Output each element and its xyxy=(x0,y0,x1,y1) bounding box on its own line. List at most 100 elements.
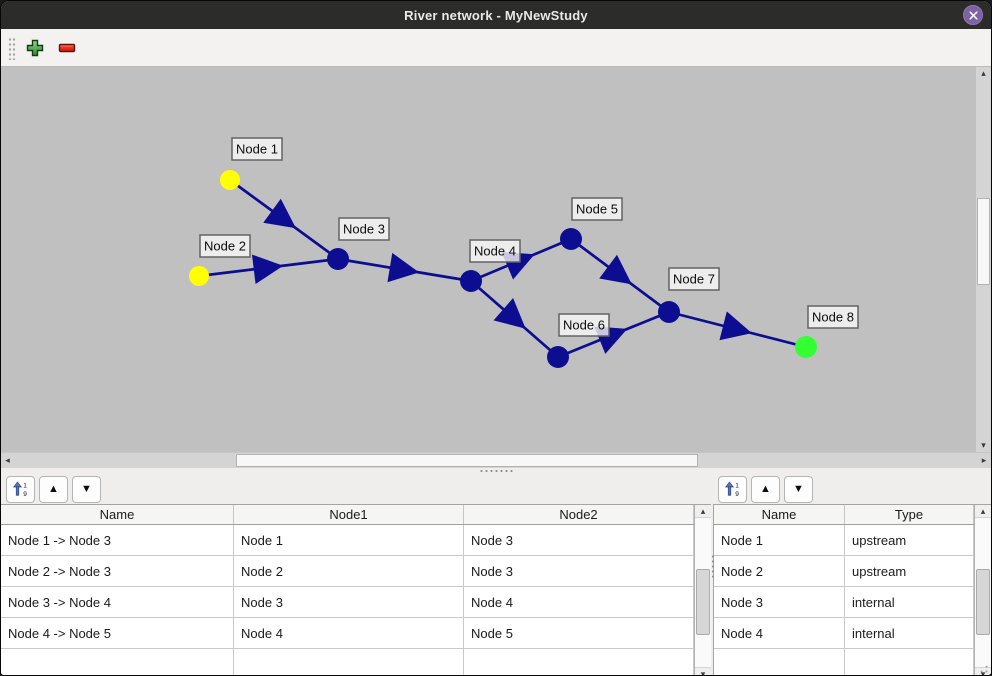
table-cell[interactable]: Node 4 xyxy=(234,618,464,648)
horizontal-splitter[interactable] xyxy=(1,468,991,474)
node-node3[interactable] xyxy=(327,248,349,270)
node-label: Node 3 xyxy=(338,217,390,241)
edge-node4-node5[interactable] xyxy=(470,237,572,283)
table-cell[interactable]: Node 2 -> Node 3 xyxy=(1,556,234,586)
canvas-vertical-scrollbar[interactable]: ▴ ▾ xyxy=(975,67,991,452)
scroll-down-icon[interactable]: ▾ xyxy=(695,667,711,675)
sort-button[interactable]: 1 9 xyxy=(718,475,747,503)
edge-node2-node3[interactable] xyxy=(198,254,339,285)
table-cell[interactable]: Node 4 xyxy=(714,618,845,648)
table-cell[interactable]: Node 4 xyxy=(464,587,694,617)
table-cell[interactable]: Node 3 xyxy=(234,587,464,617)
column-header-name[interactable]: Name xyxy=(714,505,845,524)
down-triangle-icon: ▼ xyxy=(793,482,804,495)
node-label: Node 8 xyxy=(807,305,859,329)
table-row[interactable] xyxy=(1,649,694,675)
table-cell[interactable]: upstream xyxy=(845,556,974,586)
scroll-right-icon[interactable]: ▸ xyxy=(981,455,987,465)
titlebar[interactable]: River network - MyNewStudy xyxy=(1,1,991,29)
table-cell[interactable] xyxy=(714,649,845,675)
vertical-scroll-track[interactable] xyxy=(976,80,991,439)
sort-ascending-icon: 1 9 xyxy=(724,481,739,497)
table-cell[interactable] xyxy=(845,649,974,675)
sort-ascending-icon: 1 9 xyxy=(12,481,27,497)
edge-node4-node6[interactable] xyxy=(470,279,559,359)
green-plus-icon xyxy=(26,39,44,56)
node-node2[interactable] xyxy=(189,266,209,286)
node-node6[interactable] xyxy=(547,346,569,368)
column-header-node2[interactable]: Node2 xyxy=(464,505,694,524)
column-header-name[interactable]: Name xyxy=(1,505,234,524)
node-node5[interactable] xyxy=(560,228,582,250)
table-cell[interactable]: Node 3 xyxy=(714,587,845,617)
scroll-thumb[interactable] xyxy=(976,569,990,635)
table-cell[interactable]: Node 2 xyxy=(714,556,845,586)
table-cell[interactable]: internal xyxy=(845,618,974,648)
node-node1[interactable] xyxy=(220,170,240,190)
vertical-scroll-thumb[interactable] xyxy=(977,198,990,285)
nodes-table-scrollbar[interactable]: ▴ ▾ xyxy=(974,505,991,675)
move-down-button[interactable]: ▼ xyxy=(72,475,101,503)
column-header-node1[interactable]: Node1 xyxy=(234,505,464,524)
node-node7[interactable] xyxy=(658,301,680,323)
table-cell[interactable]: internal xyxy=(845,587,974,617)
close-button[interactable] xyxy=(963,5,983,25)
toolbar-drag-handle[interactable] xyxy=(7,35,16,60)
scroll-up-icon[interactable]: ▴ xyxy=(695,505,711,518)
edge-node6-node7[interactable] xyxy=(557,310,670,359)
table-cell[interactable]: Node 1 xyxy=(234,525,464,555)
horizontal-scroll-thumb[interactable] xyxy=(236,454,698,467)
sort-button[interactable]: 1 9 xyxy=(6,475,35,503)
table-cell[interactable]: Node 1 xyxy=(714,525,845,555)
table-cell[interactable] xyxy=(234,649,464,675)
table-cell[interactable]: Node 2 xyxy=(234,556,464,586)
table-cell[interactable]: Node 3 xyxy=(464,525,694,555)
table-cell[interactable]: Node 3 xyxy=(464,556,694,586)
scroll-track[interactable] xyxy=(975,518,991,667)
edge-node5-node7[interactable] xyxy=(570,237,670,314)
scroll-track[interactable] xyxy=(695,518,711,667)
table-cell[interactable]: upstream xyxy=(845,525,974,555)
edge-node7-node8[interactable] xyxy=(668,310,807,349)
table-row[interactable] xyxy=(714,649,974,675)
table-cell[interactable]: Node 4 -> Node 5 xyxy=(1,618,234,648)
vertical-splitter[interactable] xyxy=(711,474,715,675)
node-node4[interactable] xyxy=(460,270,482,292)
table-cell[interactable]: Node 3 -> Node 4 xyxy=(1,587,234,617)
add-button[interactable] xyxy=(22,35,48,61)
table-cell[interactable] xyxy=(464,649,694,675)
horizontal-scroll-track[interactable] xyxy=(15,453,977,468)
edge-node1-node3[interactable] xyxy=(229,178,339,261)
scroll-down-icon[interactable]: ▾ xyxy=(981,440,986,450)
move-down-button[interactable]: ▼ xyxy=(784,475,813,503)
table-cell[interactable] xyxy=(1,649,234,675)
column-header-type[interactable]: Type xyxy=(845,505,974,524)
edge-node3-node4[interactable] xyxy=(337,252,472,283)
remove-button[interactable] xyxy=(54,35,80,61)
node-node8[interactable] xyxy=(795,336,817,358)
canvas-horizontal-scrollbar[interactable]: ◂ ▸ xyxy=(1,452,991,468)
scroll-thumb[interactable] xyxy=(696,569,710,635)
svg-text:Node 7: Node 7 xyxy=(673,272,715,287)
svg-text:9: 9 xyxy=(23,491,27,497)
scroll-up-icon[interactable]: ▴ xyxy=(981,68,986,78)
table-cell[interactable]: Node 5 xyxy=(464,618,694,648)
svg-text:Node 2: Node 2 xyxy=(204,239,246,254)
move-up-button[interactable]: ▲ xyxy=(39,475,68,503)
scroll-up-icon[interactable]: ▴ xyxy=(975,505,991,518)
links-table-scrollbar[interactable]: ▴ ▾ xyxy=(694,505,711,675)
table-cell[interactable]: Node 1 -> Node 3 xyxy=(1,525,234,555)
scroll-left-icon[interactable]: ◂ xyxy=(5,455,10,465)
move-up-button[interactable]: ▲ xyxy=(751,475,780,503)
